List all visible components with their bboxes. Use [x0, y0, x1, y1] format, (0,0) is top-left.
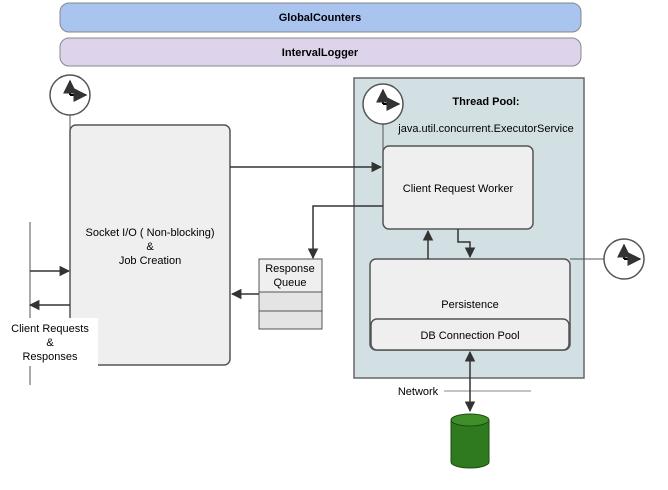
global-counters-banner: GlobalCounters — [59, 2, 582, 33]
thread-pool-title: Thread Pool: — [452, 96, 519, 108]
client-request-worker-label: Client Request Worker — [403, 183, 514, 195]
thread-pool-subtitle: java.util.concurrent.ExecutorService — [397, 123, 573, 135]
db-connection-pool-box: DB Connection Pool — [370, 318, 570, 351]
socket-io-line3: Job Creation — [119, 255, 181, 267]
socket-io-line2: & — [146, 241, 154, 253]
response-queue-line1: Response — [265, 263, 315, 275]
socket-io-line1: Socket I/O ( Non-blocking) — [86, 227, 215, 239]
client-line2: & — [46, 337, 54, 349]
client-line1: Client Requests — [11, 323, 89, 335]
global-counters-label: GlobalCounters — [279, 12, 362, 24]
persistence-label: Persistence — [441, 299, 498, 311]
response-queue: Response Queue — [258, 258, 323, 330]
interval-logger-label: IntervalLogger — [282, 47, 359, 59]
cycle-icon — [570, 238, 645, 280]
worker-to-queue-arrow — [307, 205, 383, 260]
client-link: Client Requests & Responses — [4, 222, 98, 385]
client-line3: Responses — [22, 351, 78, 363]
interval-logger-banner: IntervalLogger — [59, 37, 582, 67]
socket-io-box: Socket I/O ( Non-blocking) & Job Creatio… — [69, 124, 231, 366]
worker-to-persistence-arrow — [457, 229, 476, 259]
db-connection-pool-label: DB Connection Pool — [420, 330, 519, 342]
cycle-icon — [49, 74, 91, 195]
database-icon — [450, 413, 490, 469]
network-label: Network — [398, 386, 439, 398]
client-request-worker-box: Client Request Worker — [382, 145, 534, 230]
response-queue-line2: Queue — [273, 277, 306, 289]
cycle-icon — [362, 83, 404, 170]
